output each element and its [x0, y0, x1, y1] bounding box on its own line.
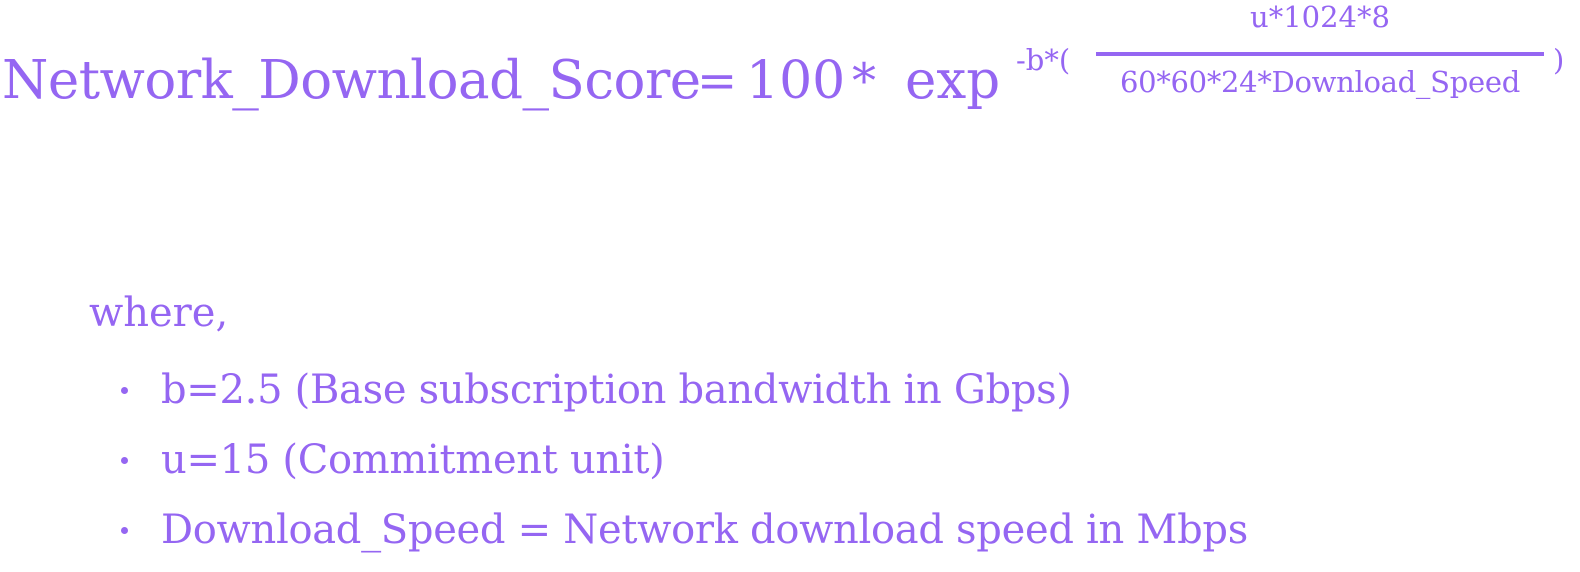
bullet-icon: [121, 527, 128, 534]
formula-lhs: Network_Download_Score: [2, 50, 701, 111]
definition-text: b=2.5 (Base subscription bandwidth in Gb…: [161, 367, 1072, 413]
exp-function: exp: [905, 50, 1001, 111]
formula-coefficient: 100: [746, 51, 846, 111]
definition-text: Download_Speed = Network download speed …: [161, 507, 1248, 553]
definition-text: u=15 (Commitment unit): [161, 437, 665, 483]
definition-item-b: b=2.5 (Base subscription bandwidth in Gb…: [0, 360, 1580, 420]
definition-item-download-speed: Download_Speed = Network download speed …: [0, 500, 1580, 560]
fraction-bar: [1096, 52, 1544, 56]
fraction-denominator: 60*60*24*Download_Speed: [1120, 65, 1520, 99]
multiply-sign: *: [852, 53, 876, 109]
score-formula: Network_Download_Score = 100 * exp -b*( …: [0, 0, 1580, 140]
definition-item-u: u=15 (Commitment unit): [0, 430, 1580, 490]
equals-sign: =: [697, 53, 738, 109]
bullet-icon: [121, 457, 128, 464]
where-label: where,: [89, 290, 229, 336]
exponent-prefix: -b*(: [1016, 43, 1071, 77]
bullet-icon: [121, 387, 128, 394]
exponent-suffix: ): [1553, 43, 1565, 77]
fraction-numerator: u*1024*8: [1250, 0, 1390, 34]
